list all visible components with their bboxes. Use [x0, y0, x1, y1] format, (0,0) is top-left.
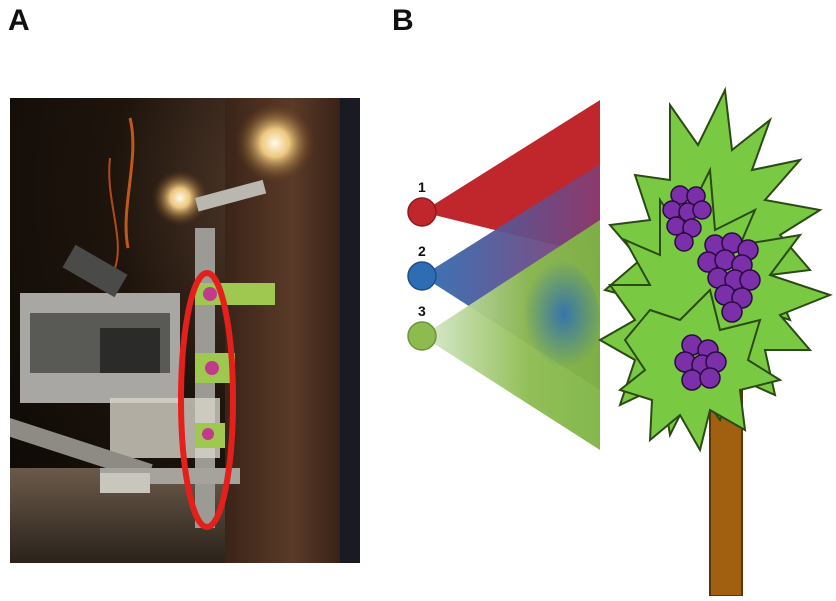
sensor-1-label: 1 — [418, 179, 426, 195]
grape-cluster-middle — [697, 232, 761, 323]
sensor-3-label: 3 — [418, 303, 426, 319]
green-sensor-1 — [195, 283, 275, 305]
camera-arm — [62, 244, 128, 298]
panel-label-a: A — [8, 4, 30, 37]
sensor-3-circle — [407, 321, 437, 351]
grape-cluster-top — [662, 185, 712, 252]
lamp-lower — [152, 170, 208, 226]
sensor-canopy-diagram: 1 2 3 — [380, 60, 836, 597]
highlight-ellipse — [178, 270, 236, 530]
panel-label-b: B — [392, 4, 414, 37]
lab-photograph — [10, 98, 360, 563]
lamp-upper — [235, 103, 315, 183]
grape-cluster-bottom — [674, 334, 727, 391]
sensor-2-label: 2 — [418, 243, 426, 259]
sensor-2-circle — [407, 261, 437, 291]
sensor-1-circle — [407, 197, 437, 227]
